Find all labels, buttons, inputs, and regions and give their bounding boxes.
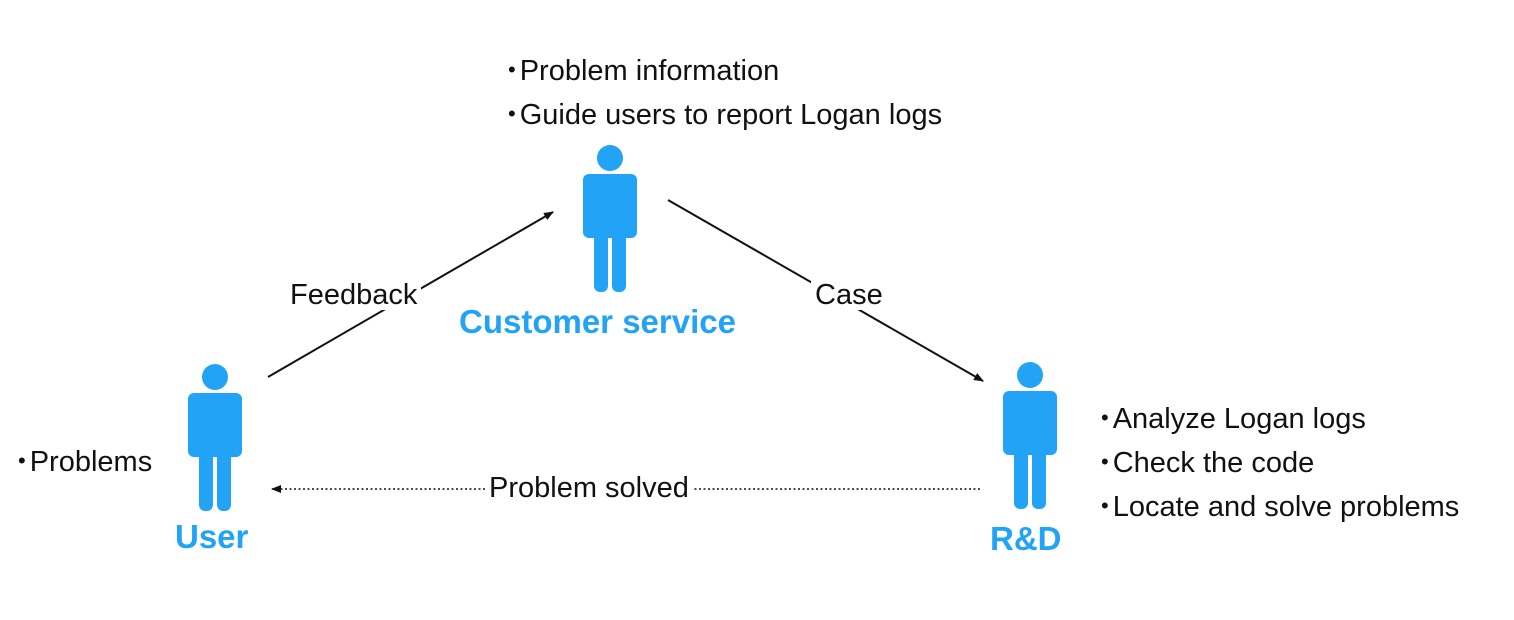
- customer-service-person-icon: [583, 145, 637, 292]
- rd-note: Check the code: [1101, 442, 1459, 486]
- rd-label: R&D: [990, 520, 1062, 557]
- user-person-icon: [188, 364, 242, 511]
- customer-service-label: Customer service: [459, 303, 736, 340]
- rd-note: Analyze Logan logs: [1101, 398, 1459, 442]
- rd-person-icon: [1003, 362, 1057, 509]
- user-label: User: [175, 518, 249, 555]
- customer-service-note: Guide users to report Logan logs: [508, 94, 942, 138]
- customer-service-note: Problem information: [508, 50, 942, 94]
- user-notes: Problems: [18, 441, 153, 485]
- rd-notes: Analyze Logan logs Check the code Locate…: [1101, 398, 1460, 530]
- feedback-label: Feedback: [286, 281, 422, 310]
- customer-service-notes: Problem information Guide users to repor…: [508, 50, 942, 138]
- user-note: Problems: [18, 441, 153, 485]
- rd-note: Locate and solve problems: [1101, 486, 1460, 530]
- case-label: Case: [811, 281, 887, 310]
- problem-solved-label: Problem solved: [485, 474, 693, 503]
